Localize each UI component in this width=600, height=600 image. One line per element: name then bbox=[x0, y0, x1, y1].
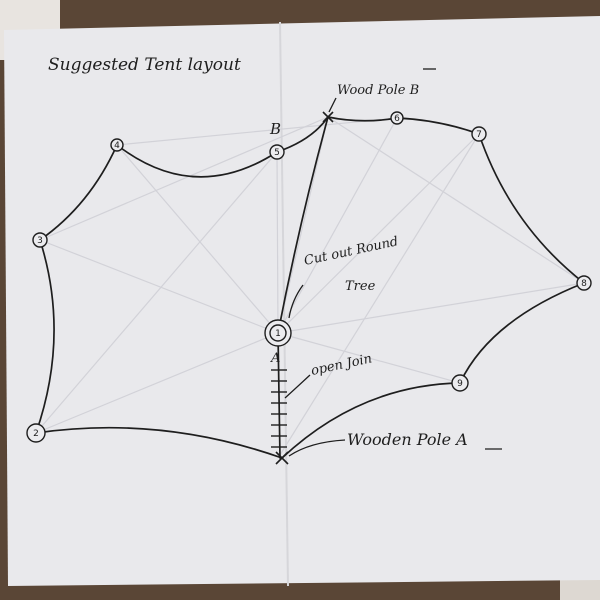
leader-cutout bbox=[288, 284, 304, 319]
anchor-label-6: 6 bbox=[394, 114, 400, 124]
seam-b-center bbox=[277, 116, 329, 334]
sketch-title: Suggested Tent layout bbox=[48, 55, 241, 75]
anchor-circle-4 bbox=[110, 138, 124, 152]
stitch-marks bbox=[271, 369, 287, 448]
anchor-label-4: 4 bbox=[114, 141, 120, 151]
anchor-circle-6 bbox=[390, 111, 404, 125]
edge-4-5 bbox=[116, 144, 278, 178]
center-inner-ring bbox=[269, 324, 287, 342]
anchor-label-8: 8 bbox=[581, 279, 587, 289]
anchor-label-2: 2 bbox=[33, 429, 39, 439]
anchor-label-5: 5 bbox=[274, 148, 280, 158]
anchor-circle-2 bbox=[26, 423, 46, 443]
leader-pole-b bbox=[328, 97, 337, 113]
cutout-label-line2: Tree bbox=[345, 279, 376, 294]
tent-outline bbox=[35, 116, 585, 459]
fold-lines bbox=[35, 116, 585, 456]
pole-marker-b bbox=[322, 111, 334, 123]
seam-open-join bbox=[277, 332, 281, 459]
anchor-circle-3 bbox=[32, 232, 48, 248]
pole-b-letter: B bbox=[269, 120, 281, 138]
edge-8-9 bbox=[459, 282, 585, 384]
wooden-pole-a-label: Wooden Pole A bbox=[347, 430, 468, 449]
anchor-label-7: 7 bbox=[476, 130, 482, 140]
edge-a-2 bbox=[35, 426, 283, 459]
wood-pole-b-label: Wood Pole B bbox=[337, 83, 419, 98]
anchor-label-9: 9 bbox=[457, 379, 463, 389]
edge-2-3 bbox=[35, 239, 55, 434]
edge-3-4 bbox=[39, 144, 118, 241]
leader-pole-a bbox=[288, 439, 346, 457]
edge-7-8 bbox=[478, 133, 585, 284]
anchor-label-3: 3 bbox=[37, 236, 43, 246]
edge-9-a bbox=[281, 382, 461, 459]
leader-lines bbox=[284, 68, 502, 457]
center-letter: A bbox=[270, 351, 280, 366]
anchor-circle-9 bbox=[451, 374, 469, 392]
anchor-circle-8 bbox=[576, 275, 592, 291]
edge-6-7 bbox=[396, 117, 480, 135]
pole-marker-a bbox=[275, 451, 289, 465]
paper-sheet bbox=[4, 16, 600, 586]
anchor-circles bbox=[26, 111, 592, 443]
anchor-circle-5 bbox=[269, 144, 285, 160]
anchor-circle-7 bbox=[471, 126, 487, 142]
anchor-label-1: 1 bbox=[275, 329, 281, 339]
leader-open-join bbox=[284, 374, 311, 399]
